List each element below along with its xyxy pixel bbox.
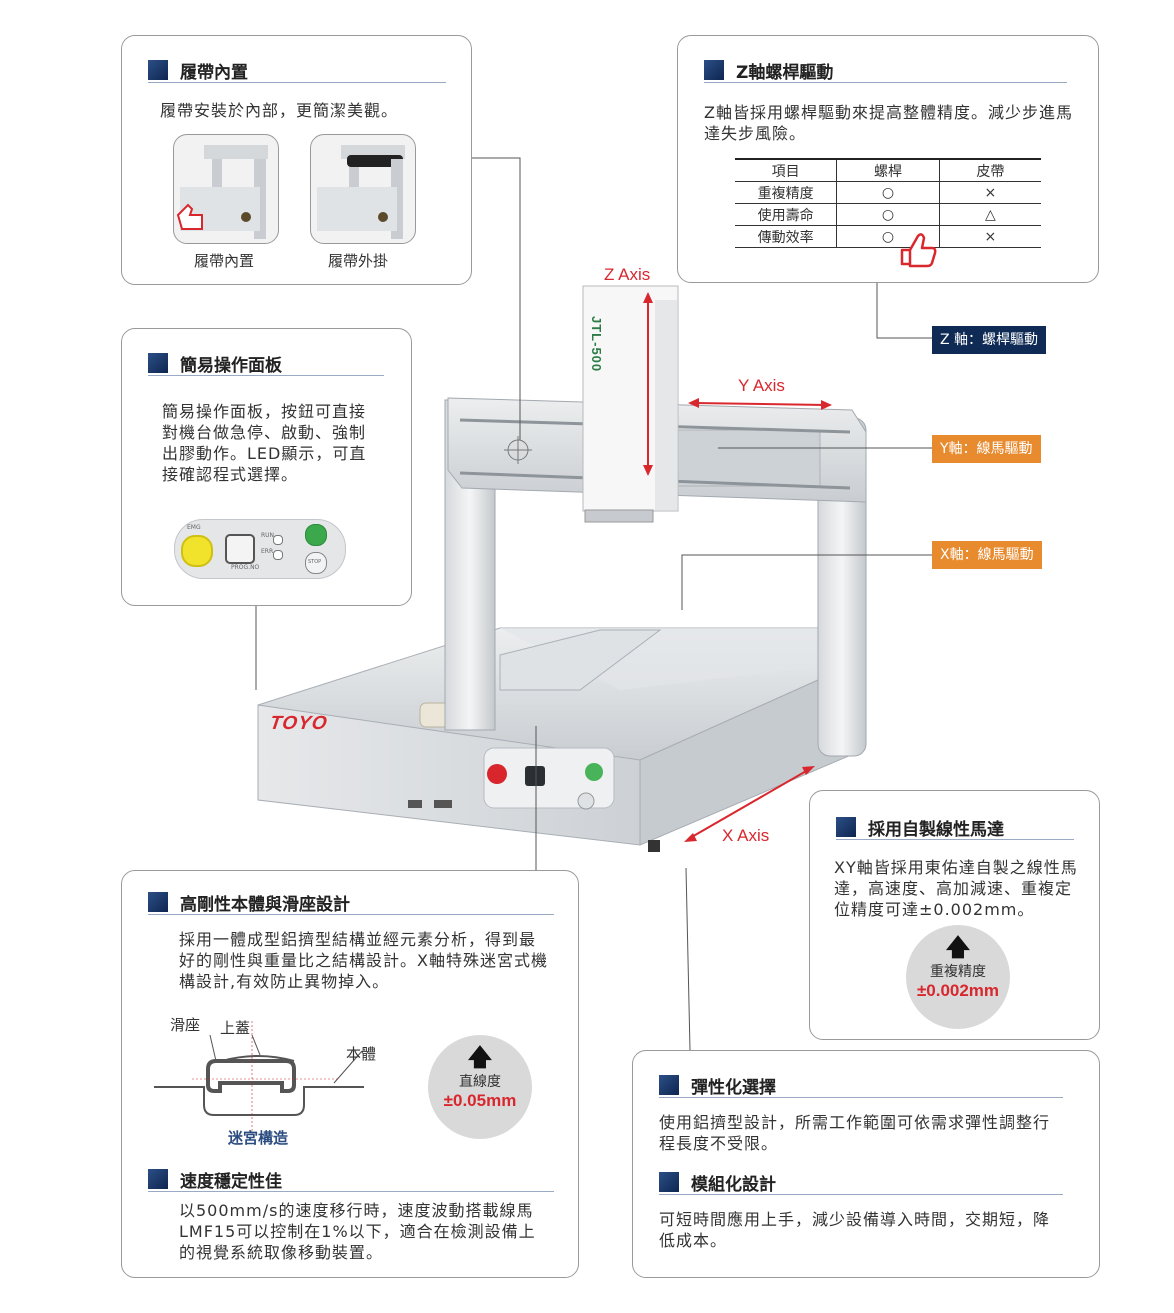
badge-label: 直線度 — [459, 1074, 501, 1090]
toyo-logo: TOYO — [268, 713, 330, 734]
model-label: JTL-500 — [589, 316, 604, 373]
section-text: 可短時間應用上手，減少設備導入時間，交期短，降低成本。 — [659, 1210, 1051, 1250]
table-header-cell: 皮帶 — [938, 158, 1041, 182]
table-cell: × — [938, 181, 1041, 204]
section-heading: Z軸螺桿驅動 — [704, 58, 1067, 83]
table-row: 傳動效率 ○ × — [735, 225, 1041, 248]
section-text: 簡易操作面板，按鈕可直接對機台做急停、啟動、強制出膠動作。LED顯示，可直接確認… — [162, 402, 367, 484]
table-header-row: 項目 螺桿 皮帶 — [735, 158, 1041, 182]
stop-button — [305, 552, 327, 574]
section-title: 速度穩定性佳 — [180, 1171, 282, 1192]
belt-external-thumbnail — [310, 134, 416, 244]
table-cell: 重複精度 — [735, 181, 837, 204]
z-axis-label: Z Axis — [604, 265, 651, 284]
table-cell: × — [938, 225, 1041, 248]
section-title: 採用自製線性馬達 — [868, 819, 1004, 840]
table-row: 重複精度 ○ × — [735, 181, 1041, 204]
heading-marker — [148, 353, 168, 373]
feature-box-belt-internal: 履帶內置 履帶安裝於內部，更簡潔美觀。 履帶內置 履帶外掛 — [121, 35, 472, 285]
emg-label: EMG — [187, 524, 201, 531]
x-axis-drive-tag: X軸：線馬驅動 — [932, 541, 1042, 569]
section-heading: 採用自製線性馬達 — [836, 815, 1074, 840]
comparison-table: 項目 螺桿 皮帶 重複精度 ○ × 使用壽命 ○ △ 傳動效率 ○ × — [735, 158, 1041, 248]
section-title: 履帶內置 — [180, 62, 248, 83]
y-axis-drive-tag: Y軸：線馬驅動 — [932, 435, 1041, 463]
section-title: 高剛性本體與滑座設計 — [180, 894, 350, 915]
table-header-cell: 項目 — [735, 158, 837, 182]
table-cell: 使用壽命 — [735, 203, 837, 226]
section-heading: 高剛性本體與滑座設計 — [148, 890, 554, 915]
up-arrow-icon: 🡅 — [467, 1043, 493, 1071]
thumbs-up-icon — [900, 233, 937, 268]
section-text: 以500mm/s的速度移行時，速度波動搭載線馬LMF15可以控制在1%以下，適合… — [179, 1201, 536, 1262]
straightness-badge: 🡅 直線度 ±0.05mm — [428, 1035, 532, 1139]
section-title: 彈性化選擇 — [691, 1077, 776, 1098]
table-header-cell: 螺桿 — [836, 158, 940, 182]
label-maze: 迷宮構造 — [228, 1129, 289, 1147]
heading-marker — [659, 1172, 679, 1192]
stop-label: STOP — [308, 559, 322, 565]
x-axis-label: X Axis — [722, 826, 770, 845]
heading-marker — [148, 60, 168, 80]
badge-value: ±0.05mm — [443, 1091, 517, 1110]
badge-value: ±0.002mm — [916, 981, 1000, 1000]
table-row: 使用壽命 ○ △ — [735, 203, 1041, 226]
section-text: 使用鋁擠型設計，所需工作範圍可依需求彈性調整行程長度不受限。 — [659, 1113, 1051, 1153]
heading-marker — [836, 817, 856, 837]
label-slide: 滑座 — [170, 1016, 201, 1034]
maze-structure-diagram — [154, 1021, 364, 1137]
prog-button — [225, 534, 255, 564]
feature-box-flexible: 彈性化選擇 使用鋁擠型設計，所需工作範圍可依需求彈性調整行程長度不受限。 模組化… — [632, 1050, 1100, 1278]
section-title: 模組化設計 — [691, 1174, 776, 1195]
badge-label: 重複精度 — [930, 964, 986, 980]
prog-label: PROG.NO — [231, 564, 260, 571]
feature-box-rigidity: 高剛性本體與滑座設計 採用一體成型鋁擠型結構並經元素分析，得到最好的剛性與重量比… — [121, 870, 579, 1278]
heading-marker — [659, 1075, 679, 1095]
heading-marker — [704, 60, 724, 80]
y-axis-label: Y Axis — [738, 376, 785, 395]
belt-internal-thumbnail — [173, 134, 279, 244]
section-heading: 履帶內置 — [148, 58, 446, 83]
start-button — [305, 524, 327, 546]
table-cell: ○ — [836, 181, 940, 204]
table-cell: △ — [938, 203, 1041, 226]
feature-box-linear-motor: 採用自製線性馬達 XY軸皆採用東佑達自製之線性馬達，高速度、高加減速、重複定位精… — [809, 790, 1100, 1040]
err-label: ERR — [261, 548, 274, 555]
err-led — [273, 550, 283, 560]
heading-marker — [148, 892, 168, 912]
section-heading: 模組化設計 — [659, 1170, 1063, 1195]
caption-belt-external: 履帶外掛 — [328, 252, 389, 270]
section-title: Z軸螺桿驅動 — [736, 62, 834, 83]
heading-marker — [148, 1169, 168, 1189]
section-text: 採用一體成型鋁擠型結構並經元素分析，得到最好的剛性與重量比之結構設計。X軸特殊迷… — [179, 930, 548, 991]
run-led — [273, 535, 283, 545]
up-arrow-icon: 🡅 — [945, 933, 971, 961]
caption-belt-internal: 履帶內置 — [194, 252, 255, 270]
z-axis-drive-tag: Z 軸：螺桿驅動 — [932, 326, 1047, 354]
emg-button — [181, 535, 213, 567]
section-text: XY軸皆採用東佑達自製之線性馬達，高速度、高加減速、重複定位精度可達±0.002… — [834, 858, 1078, 919]
section-text: 履帶安裝於內部，更簡潔美觀。 — [160, 101, 399, 120]
feature-box-z-screw: Z軸螺桿驅動 Z軸皆採用螺桿驅動來提高整體精度。減少步進馬達失步風險。 項目 螺… — [677, 35, 1099, 283]
label-body: 本體 — [346, 1045, 377, 1063]
repeatability-badge: 🡅 重複精度 ±0.002mm — [906, 925, 1010, 1029]
table-cell: 傳動效率 — [735, 225, 837, 248]
section-heading: 速度穩定性佳 — [148, 1167, 554, 1192]
section-title: 簡易操作面板 — [180, 355, 282, 376]
table-cell: ○ — [836, 203, 940, 226]
section-text: Z軸皆採用螺桿驅動來提高整體精度。減少步進馬達失步風險。 — [704, 103, 1073, 143]
section-heading: 簡易操作面板 — [148, 351, 384, 376]
label-cover: 上蓋 — [220, 1019, 251, 1037]
feature-box-panel: 簡易操作面板 簡易操作面板，按鈕可直接對機台做急停、啟動、強制出膠動作。LED顯… — [121, 328, 412, 606]
section-heading: 彈性化選擇 — [659, 1073, 1063, 1098]
run-label: RUN — [261, 532, 275, 539]
control-panel-image: EMG PROG.NO RUN ERR STOP — [174, 519, 346, 579]
